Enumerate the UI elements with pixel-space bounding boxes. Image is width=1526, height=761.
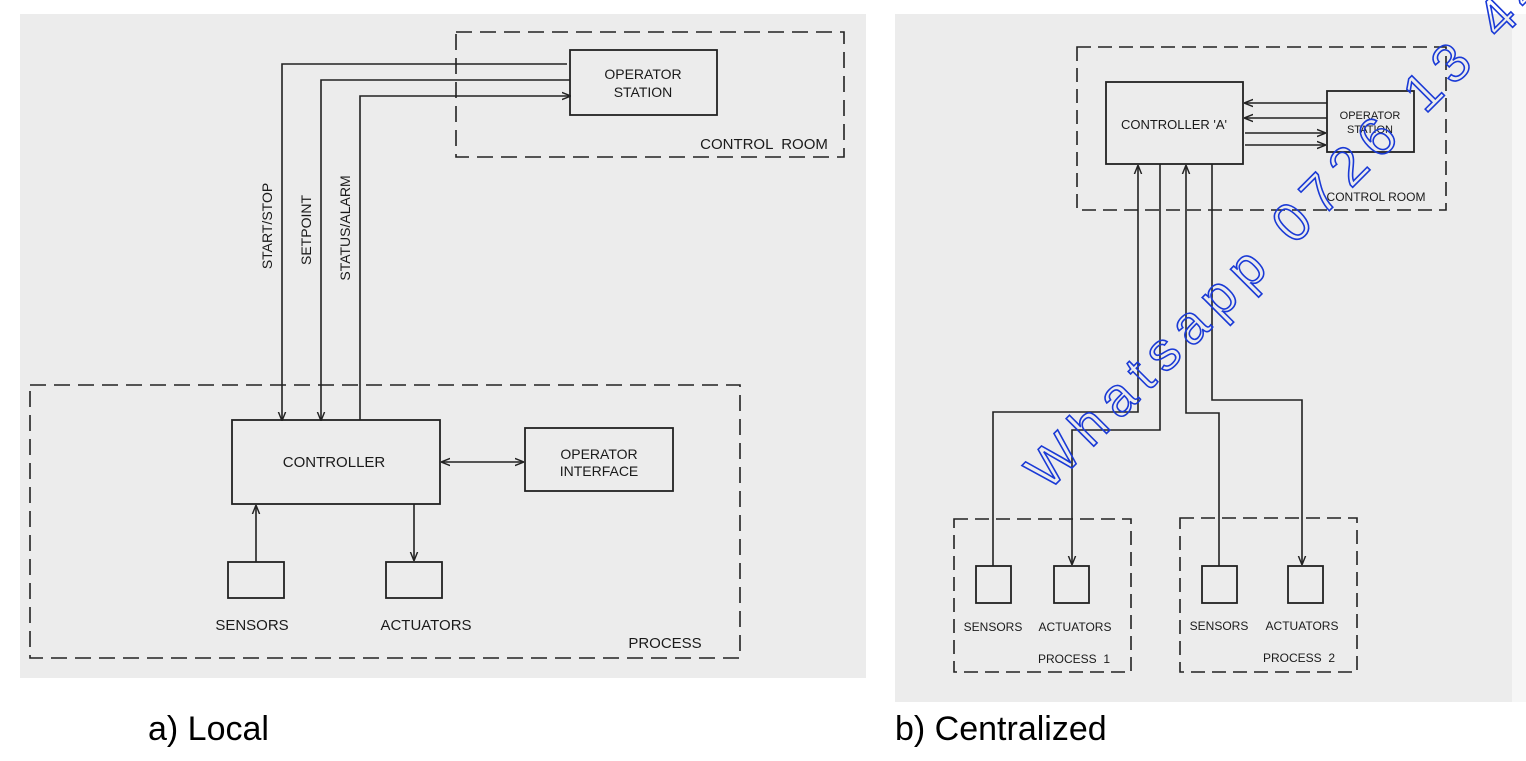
control-room-boundary — [455, 31, 845, 158]
controller-a-box — [1105, 81, 1244, 165]
start-stop-line — [282, 63, 567, 420]
setpoint-label: SETPOINT — [298, 195, 314, 265]
sensors-label: SENSORS — [215, 617, 288, 634]
central-control-room-boundary — [1076, 46, 1447, 211]
start-stop-label: START/STOP — [259, 183, 275, 269]
process2-sensor-box — [1201, 565, 1238, 604]
process2-actuators-label: ACTUATORS — [1266, 619, 1339, 633]
process1-actuator-line — [1072, 164, 1161, 564]
operator-station-label-1: OPERATOR — [604, 66, 681, 82]
panel-edge-strip — [1512, 14, 1526, 702]
process1-sensors-label: SENSORS — [964, 620, 1023, 634]
central-control-room-label: CONTROL ROOM — [1327, 190, 1426, 204]
controller-a-label: CONTROLLER 'A' — [1121, 117, 1227, 132]
setpoint-line — [321, 79, 570, 420]
operator-interface-label-2: INTERFACE — [560, 463, 639, 479]
local-diagram — [29, 31, 845, 659]
local-labels: OPERATOR STATION CONTROL ROOM START/STOP… — [215, 66, 828, 652]
process1-sensor-line — [992, 166, 1138, 566]
operator-interface-box — [524, 427, 674, 492]
process1-actuators-label: ACTUATORS — [1039, 620, 1112, 634]
centralized-architecture-panel — [895, 14, 1512, 702]
centralized-caption: b) Centralized — [895, 710, 1107, 748]
operator-station-box — [569, 49, 718, 116]
process1-label: PROCESS 1 — [1038, 652, 1110, 666]
central-operator-station-label-1: OPERATOR — [1340, 110, 1401, 122]
actuators-label: ACTUATORS — [380, 617, 471, 634]
centralized-diagram — [953, 46, 1447, 673]
process-label: PROCESS — [628, 635, 701, 652]
controller-label: CONTROLLER — [283, 454, 386, 471]
process2-actuator-box — [1287, 565, 1324, 604]
status-alarm-line — [359, 96, 570, 420]
operator-station-label-2: STATION — [614, 84, 673, 100]
centralized-labels: CONTROLLER 'A' OPERATOR STATION CONTROL … — [964, 110, 1426, 666]
actuators-box — [385, 561, 443, 599]
operator-interface-label-1: OPERATOR — [560, 446, 637, 462]
process2-label: PROCESS 2 — [1263, 651, 1335, 665]
central-operator-station-label-2: STATION — [1347, 124, 1393, 136]
central-operator-station-box — [1326, 90, 1415, 153]
watermark-text: Whatsapp 0726 13 44 — [1014, 0, 1526, 500]
process2-actuator-line — [1211, 164, 1302, 564]
status-alarm-label: STATUS/ALARM — [337, 175, 353, 280]
sensors-box — [227, 561, 285, 599]
control-room-label: CONTROL ROOM — [700, 136, 828, 153]
local-architecture-panel — [20, 14, 866, 678]
controller-box — [231, 419, 441, 505]
process1-actuator-box — [1053, 565, 1090, 604]
process1-boundary — [953, 518, 1132, 673]
local-caption: a) Local — [148, 710, 269, 748]
process2-sensor-line — [1186, 166, 1220, 566]
process-boundary — [29, 384, 741, 659]
process2-sensors-label: SENSORS — [1190, 619, 1249, 633]
process2-boundary — [1179, 517, 1358, 673]
process1-sensor-box — [975, 565, 1012, 604]
